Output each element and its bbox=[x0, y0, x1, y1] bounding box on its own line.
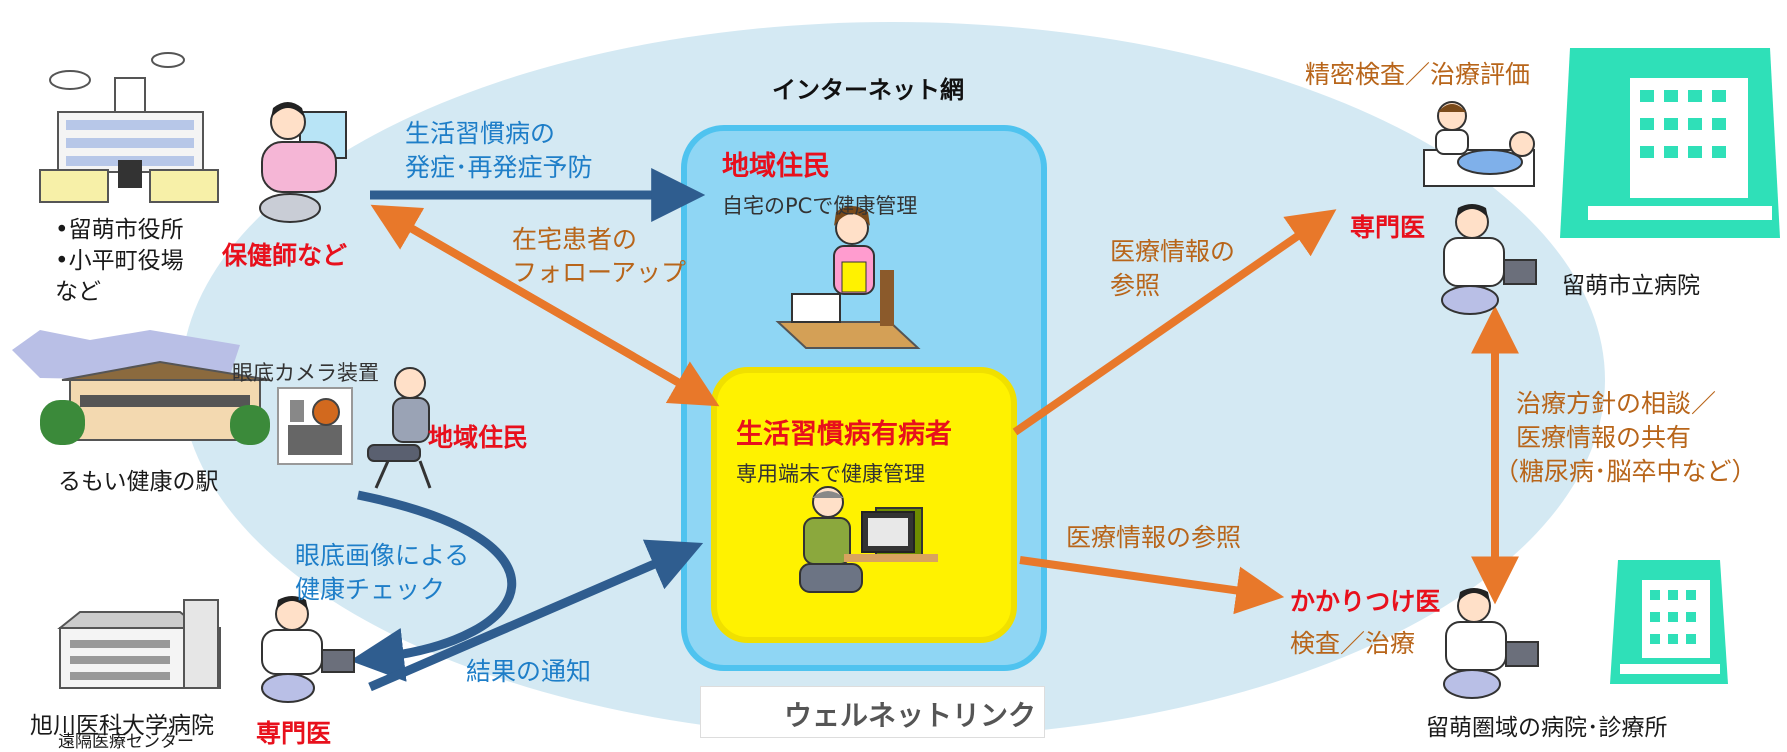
result-notice-label: 結果の通知 bbox=[466, 657, 592, 686]
city-office-building-icon bbox=[39, 52, 219, 203]
station-name-label: るもい健康の駅 bbox=[58, 469, 219, 495]
station-resident-icon bbox=[367, 367, 432, 489]
station-resident-label: 地域住民 bbox=[428, 423, 529, 452]
regional-clinics-label: 留萌圏域の病院･診療所 bbox=[1426, 715, 1668, 741]
central-box-subtitle: 自宅のPCで健康管理 bbox=[722, 194, 918, 218]
fundus-camera-label: 眼底カメラ装置 bbox=[232, 361, 379, 385]
city-specialist-icon bbox=[1441, 204, 1537, 315]
health-nurse-label: 保健師など bbox=[222, 241, 348, 270]
result-notice-arrow bbox=[368, 539, 704, 692]
medical-info-ref-label-2: 参照 bbox=[1110, 271, 1161, 300]
health-station-building-icon bbox=[12, 330, 271, 445]
central-box-title: 地域住民 bbox=[722, 151, 830, 182]
logo-box bbox=[700, 686, 1045, 738]
city-office-line-3: など bbox=[55, 279, 101, 305]
inner-box-title: 生活習慣病有病者 bbox=[736, 419, 952, 450]
health-nurse-icon bbox=[259, 102, 347, 223]
exam-treatment-label: 検査／治療 bbox=[1290, 629, 1416, 658]
treatment-consult-label-2: 医療情報の共有 bbox=[1516, 423, 1692, 452]
city-office-line-1: •留萌市役所 bbox=[55, 217, 184, 243]
family-doctor-label: かかりつけ医 bbox=[1290, 587, 1441, 616]
treatment-consult-label-3: （糖尿病･脳卒中など） bbox=[1494, 457, 1757, 486]
followup-arrow-head-start bbox=[387, 212, 720, 407]
treatment-consult-label-1: 治療方針の相談／ bbox=[1516, 389, 1717, 418]
logo-text: ウェルネットリンク bbox=[784, 699, 1037, 732]
city-specialist-label: 専門医 bbox=[1350, 213, 1426, 242]
fundus-check-label-1: 眼底画像による bbox=[295, 541, 470, 570]
fundus-camera-icon bbox=[277, 387, 353, 465]
fundus-check-label-2: 健康チェック bbox=[295, 575, 446, 604]
detailed-exam-label: 精密検査／治療評価 bbox=[1305, 60, 1531, 89]
medical-info-ref2-label: 医療情報の参照 bbox=[1066, 523, 1242, 552]
city-office-line-2: •小平町役場 bbox=[55, 248, 184, 274]
telemedicine-center-label: 遠隔医療センター bbox=[58, 732, 194, 752]
to-specialist-arrow bbox=[1012, 209, 1337, 436]
followup-label-1: 在宅患者の bbox=[512, 225, 638, 254]
asahikawa-specialist-icon bbox=[261, 596, 355, 703]
followup-label-2: フォローアップ bbox=[512, 258, 687, 287]
university-hospital-building-icon bbox=[57, 599, 221, 689]
asahikawa-specialist-label: 専門医 bbox=[256, 719, 332, 748]
terminal-patient-icon bbox=[799, 486, 938, 593]
clinic-building-icon bbox=[1610, 560, 1728, 684]
family-doctor-icon bbox=[1443, 588, 1539, 699]
city-hospital-building-icon bbox=[1560, 48, 1780, 238]
inner-patient-box bbox=[711, 367, 1017, 643]
city-hospital-label: 留萌市立病院 bbox=[1562, 273, 1700, 299]
network-title: インターネット網 bbox=[772, 76, 964, 104]
to-family-doctor-arrow bbox=[1019, 556, 1285, 615]
exam-scene-icon bbox=[1423, 101, 1535, 187]
fundus-check-arrow bbox=[349, 490, 517, 682]
inner-box-subtitle: 専用端末で健康管理 bbox=[736, 462, 925, 486]
asahikawa-hospital-label: 旭川医科大学病院 bbox=[30, 713, 214, 739]
medical-info-ref-label-1: 医療情報の bbox=[1110, 237, 1236, 266]
prevention-label-2: 発症･再発症予防 bbox=[405, 153, 593, 182]
home-pc-user-icon bbox=[775, 206, 921, 349]
prevention-label-1: 生活習慣病の bbox=[405, 119, 556, 148]
